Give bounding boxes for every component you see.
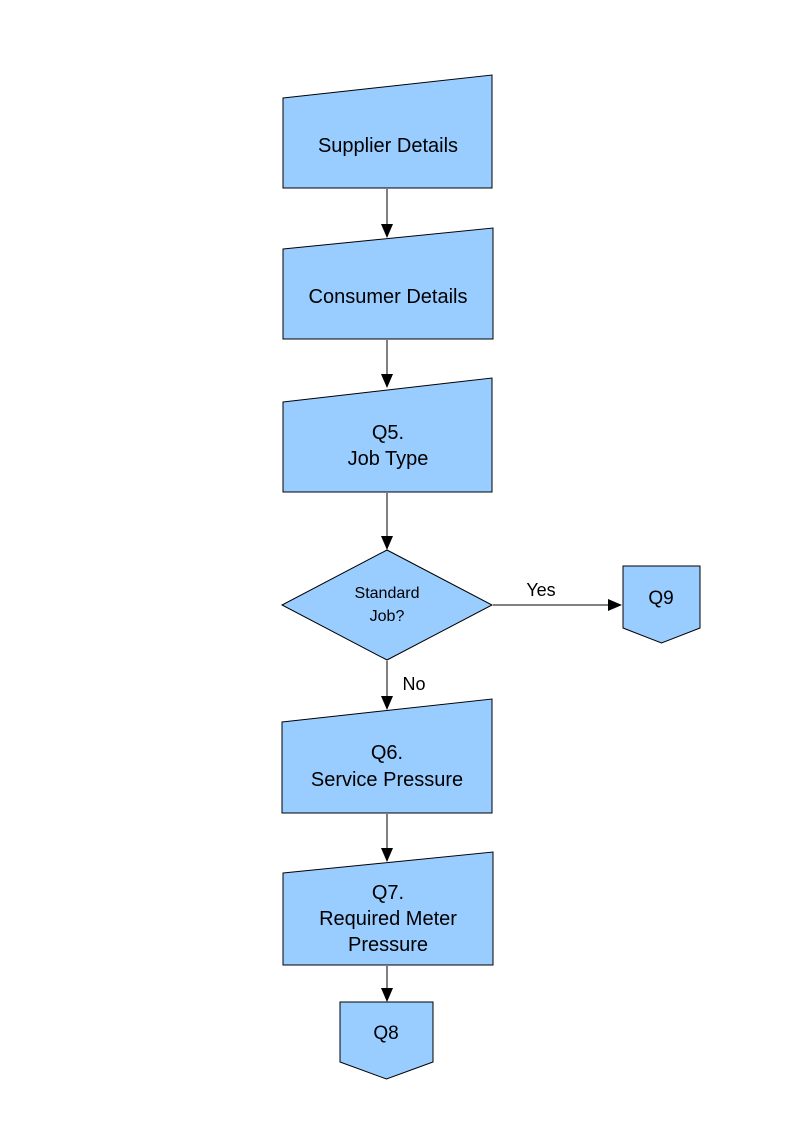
- arrowhead-icon: [608, 599, 622, 611]
- node-label-line2: Job?: [370, 608, 405, 625]
- node-q6-service-pressure: Q6. Service Pressure: [281, 698, 493, 814]
- node-label-line1: Q5.: [372, 422, 404, 444]
- connector-decision-q6-no: No: [381, 661, 426, 710]
- arrowhead-icon: [381, 696, 393, 710]
- node-consumer-details: Consumer Details: [282, 227, 494, 340]
- node-label: Q8: [373, 1023, 398, 1044]
- node-q8-offpage-connector: Q8: [339, 1001, 434, 1080]
- node-label: Consumer Details: [309, 286, 468, 308]
- manual-input-shape: [282, 851, 494, 966]
- node-q9-offpage-connector: Q9: [622, 565, 701, 644]
- connector-q5-decision: [381, 493, 393, 550]
- arrowhead-icon: [381, 224, 393, 238]
- connector-q6-q7: [381, 814, 393, 862]
- edge-label-yes: Yes: [526, 580, 555, 600]
- node-label: Supplier Details: [318, 135, 458, 157]
- node-label-line1: Q7.: [372, 882, 404, 904]
- manual-input-shape: [282, 377, 493, 493]
- node-label-line1: Standard: [355, 585, 420, 602]
- connector-q7-q8: [381, 966, 393, 1002]
- edge-label-no: No: [402, 674, 425, 694]
- node-label-line2: Job Type: [348, 448, 429, 470]
- arrowhead-icon: [381, 536, 393, 550]
- node-label: Q9: [648, 588, 673, 609]
- manual-input-shape: [282, 227, 494, 340]
- decision-diamond-shape: [280, 549, 494, 661]
- connector-consumer-q5: [381, 340, 393, 388]
- arrowhead-icon: [381, 988, 393, 1002]
- node-standard-job-decision: Standard Job?: [280, 549, 494, 661]
- node-q7-required-meter-pressure: Q7. Required Meter Pressure: [282, 851, 494, 966]
- node-label-line2: Required Meter: [319, 908, 457, 930]
- connector-decision-q9-yes: Yes: [493, 580, 622, 611]
- connector-supplier-consumer: [381, 189, 393, 238]
- arrowhead-icon: [381, 848, 393, 862]
- node-q5-job-type: Q5. Job Type: [282, 377, 493, 493]
- arrowhead-icon: [381, 374, 393, 388]
- node-label-line1: Q6.: [371, 742, 403, 764]
- node-label-line3: Pressure: [348, 934, 428, 956]
- manual-input-shape: [282, 74, 493, 189]
- node-label-line2: Service Pressure: [311, 769, 463, 791]
- offpage-connector-shape: [339, 1001, 434, 1080]
- offpage-connector-shape: [622, 565, 701, 644]
- manual-input-shape: [281, 698, 493, 814]
- node-supplier-details: Supplier Details: [282, 74, 493, 189]
